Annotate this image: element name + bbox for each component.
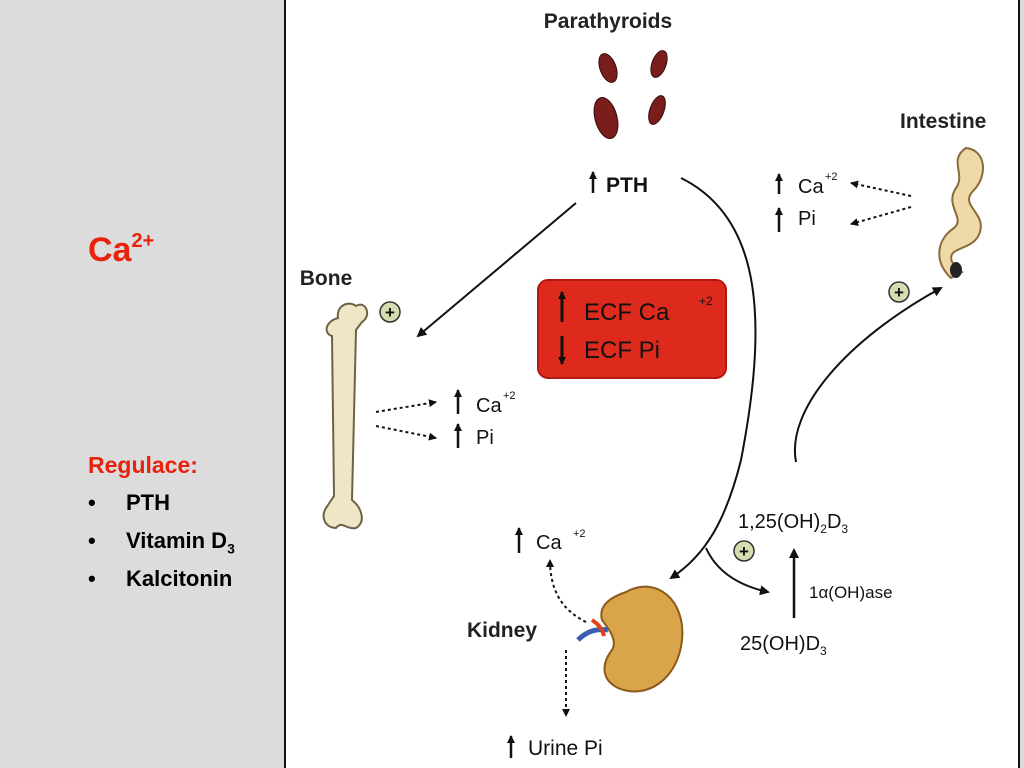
bone-label: Bone bbox=[300, 267, 353, 290]
svg-text:+2: +2 bbox=[699, 294, 713, 308]
precursor-vitamin-d-label: 25(OH)D3 bbox=[740, 633, 827, 658]
svg-text:1,25(OH)2D3: 1,25(OH)2D3 bbox=[738, 511, 848, 536]
pth-up-indicator: PTH bbox=[589, 171, 648, 197]
parathyroid-glands-icon bbox=[593, 50, 668, 139]
svg-text:25(OH)D3: 25(OH)D3 bbox=[740, 633, 827, 658]
active-vitamin-d-label: 1,25(OH)2D3 bbox=[738, 511, 848, 536]
kidney-plus-badge: + bbox=[733, 540, 755, 562]
svg-text:+2: +2 bbox=[825, 171, 838, 183]
intestine-pi-arrow bbox=[850, 206, 912, 226]
diagram-panel: Parathyroids PTH Intestine Ca +2 Pi + Bo… bbox=[284, 0, 1020, 768]
svg-text:+2: +2 bbox=[573, 528, 586, 540]
svg-text:Pi: Pi bbox=[798, 208, 816, 230]
list-item-vitamin-d3: Vitamin D3 bbox=[88, 526, 235, 564]
ecf-box: ECF Ca +2 ECF Pi bbox=[537, 279, 727, 379]
bone-pi-indicator: Pi bbox=[454, 423, 494, 449]
pth-label: PTH bbox=[606, 174, 648, 197]
intestine-pi-indicator: Pi bbox=[775, 207, 816, 232]
bone-ca-arrow bbox=[375, 399, 437, 413]
bone-ca-indicator: Ca +2 bbox=[454, 389, 516, 417]
regulace-heading: Regulace: bbox=[88, 452, 198, 478]
kidney-ca-arrow bbox=[546, 559, 587, 623]
bone-plus-badge: + bbox=[379, 301, 401, 323]
svg-text:+: + bbox=[739, 542, 749, 561]
svg-text:Ca: Ca bbox=[798, 176, 824, 198]
list-item-pth: PTH bbox=[88, 488, 235, 526]
regulation-list: PTH Vitamin D3 Kalcitonin bbox=[88, 488, 235, 602]
pth-to-bone-arrow bbox=[416, 202, 577, 338]
bone-pi-arrow bbox=[375, 425, 437, 441]
svg-text:+: + bbox=[894, 283, 904, 302]
svg-text:+: + bbox=[385, 303, 395, 322]
kidney-icon bbox=[576, 585, 684, 693]
intestine-ca-arrow bbox=[850, 180, 912, 197]
calcium-regulation-diagram: Parathyroids PTH Intestine Ca +2 Pi + Bo… bbox=[300, 10, 987, 760]
intestine-plus-badge: + bbox=[888, 281, 910, 303]
slide-title: Ca2+ bbox=[88, 230, 155, 269]
intestine-ca-indicator: Ca +2 bbox=[775, 171, 838, 198]
svg-text:+2: +2 bbox=[503, 390, 516, 402]
intestine-label: Intestine bbox=[900, 110, 986, 133]
svg-text:ECF Pi: ECF Pi bbox=[584, 337, 660, 364]
urine-pi-indicator: Urine Pi bbox=[507, 735, 603, 760]
svg-text:Ca: Ca bbox=[476, 395, 502, 417]
pth-to-enzyme-arrow bbox=[705, 547, 770, 596]
kidney-label: Kidney bbox=[467, 619, 537, 642]
enzyme-label: 1α(OH)ase bbox=[809, 583, 893, 602]
vitd-to-intestine-arrow bbox=[793, 287, 943, 463]
list-item-kalcitonin: Kalcitonin bbox=[88, 564, 235, 602]
intestine-icon bbox=[938, 146, 985, 280]
pth-to-kidney-arrow bbox=[669, 177, 757, 580]
svg-text:Ca: Ca bbox=[536, 532, 562, 554]
svg-text:ECF Ca: ECF Ca bbox=[584, 299, 670, 326]
svg-text:Pi: Pi bbox=[476, 427, 494, 449]
svg-text:Urine Pi: Urine Pi bbox=[528, 737, 603, 760]
kidney-ca-indicator: Ca +2 bbox=[515, 527, 586, 554]
bone-icon bbox=[322, 302, 369, 530]
svg-text:1α(OH)ase: 1α(OH)ase bbox=[809, 583, 893, 602]
parathyroids-label: Parathyroids bbox=[544, 10, 672, 33]
